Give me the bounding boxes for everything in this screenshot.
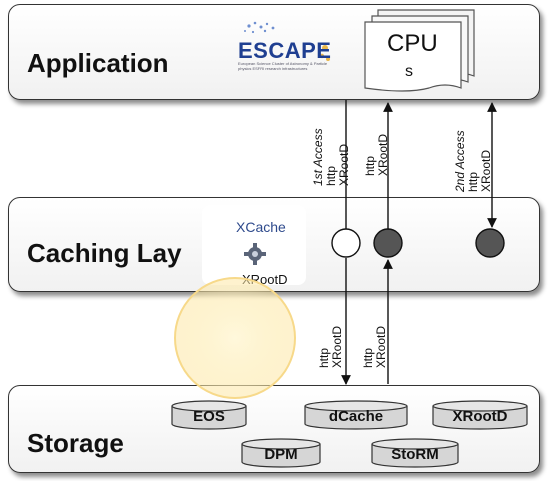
cpus-label-line2: s — [405, 63, 413, 80]
storage-dcache: dCache — [304, 400, 408, 430]
label-return-line2: XRootD — [376, 133, 390, 176]
xrootd-gear-icon — [244, 243, 266, 265]
cylinder-icon — [241, 438, 321, 468]
application-layer-title: Application — [27, 48, 169, 78]
label-lower-right: http XRootD — [361, 325, 388, 368]
label-return: http XRootD — [363, 133, 390, 176]
cylinder-icon — [304, 400, 408, 430]
label-second-access-line3: XRootD — [479, 149, 493, 192]
storage-dpm-label: DPM — [264, 446, 298, 463]
xcache-label: XCache — [236, 219, 286, 235]
label-second-access: 2nd Access http XRootD — [453, 130, 493, 192]
cache-node-empty — [331, 228, 361, 258]
label-first-access-line3: XRootD — [337, 143, 351, 186]
storage-storm-label: StoRM — [391, 446, 439, 463]
cache-node-filled — [373, 228, 403, 258]
cpus-label-line1: CPU — [387, 30, 438, 57]
caching-layer-title: Caching Lay — [27, 238, 182, 268]
label-lower-left: http XRootD — [317, 325, 344, 368]
storage-dcache-label: dCache — [328, 408, 384, 425]
escape-logo-text: ESCAPE — [238, 38, 332, 63]
storage-xrootd: XRootD — [432, 400, 528, 430]
escape-logo-stars-icon — [244, 21, 330, 61]
storage-storm: StoRM — [371, 438, 459, 468]
storage-xrootd-label: XRootD — [452, 408, 508, 425]
storage-eos: EOS — [171, 400, 247, 430]
storage-layer-title: Storage — [27, 428, 124, 458]
cylinder-icon — [432, 400, 528, 430]
storage-eos-label: EOS — [193, 408, 225, 425]
cylinder-icon — [171, 400, 247, 430]
cylinder-icon — [371, 438, 459, 468]
escape-logo — [225, 18, 335, 78]
storage-dpm: DPM — [241, 438, 321, 468]
caching-layer: Caching Lay XCache XRootD — [8, 197, 540, 292]
label-first-access: 1st Access http XRootD — [311, 128, 351, 186]
cache-node-filled-second — [475, 228, 505, 258]
highlight-circle — [174, 277, 296, 399]
xcache-box: XCache XRootD — [202, 205, 306, 287]
label-lower-left-line2: XRootD — [330, 325, 344, 368]
escape-logo-subtext: European Science Cluster of Astronomy & … — [238, 61, 328, 71]
label-lower-right-line2: XRootD — [374, 325, 388, 368]
